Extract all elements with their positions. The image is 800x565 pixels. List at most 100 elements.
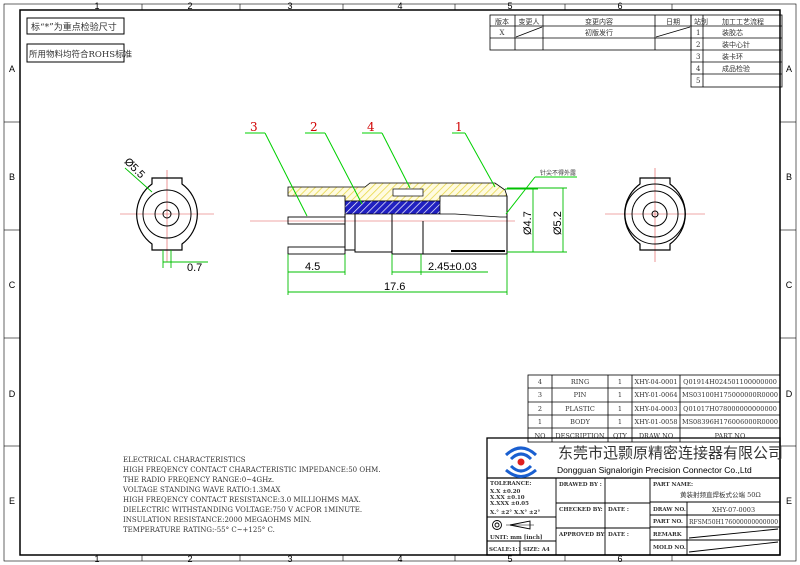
spec-line: ELECTRICAL CHARACTERISTICS [123,456,246,464]
section-view: 3 2 4 1 针尖不得外露 4.5 2.45±0.03 17.6 Ø4.7 Ø… [245,120,577,295]
row-label: B [786,172,792,182]
bom-header: DESCRIPTION [555,432,604,440]
bom-qty: 1 [618,391,622,399]
drawing-frame: 1 2 3 4 5 6 1 2 3 4 5 6 A B C D E A B C … [3,1,797,564]
process-step: 4 [696,65,701,73]
left-end-view: Ø5.5 0.7 [120,156,214,274]
spec-line: VOLTAGE STANDING WAVE RATIO:1.3MAX [122,486,280,494]
callout-2: 2 [310,120,318,134]
bom-qty: 1 [618,405,622,413]
process-step-name: 成品检验 [722,64,750,73]
bom-description: PLASTIC [565,405,595,413]
bom-header: PART NO [715,432,746,440]
bom-draw-no: XHY-04-0003 [634,405,677,413]
row-label: D [786,389,793,399]
rev-header: 变更人 [519,17,540,26]
row-label: A [786,64,792,74]
col-label: 6 [617,554,622,564]
dim-pin-length: 4.5 [305,261,320,273]
right-end-view [605,168,705,262]
bom-part-no: MS03100H175000000R0000 [682,391,778,399]
projection-symbol-icon [492,520,534,530]
spec-line: HIGH FREQENCY CONTACT CHARACTERISTIC IMP… [123,466,381,474]
process-step-name: 装卡环 [722,52,743,61]
size-label: SIZE: A4 [523,547,550,553]
bom-draw-no: XHY-01-0058 [634,418,677,426]
col-label: 3 [287,1,292,11]
col-label: 6 [617,1,622,11]
mold-no-label: MOLD NO. [653,545,686,551]
unit-label: UNIT: mm [inch] [490,535,542,541]
bom-draw-no: XHY-01-0064 [634,391,677,399]
col-label: 5 [507,1,512,11]
bom-header: QTY [613,432,628,440]
process-step: 2 [696,41,700,49]
drawed-by-label: DRAWED BY : [559,482,602,488]
bom-part-no: Q01914H024501100000000 [683,378,777,386]
callout-3: 3 [250,120,258,134]
col-label: 1 [94,1,99,11]
process-header: 站别 [694,17,708,26]
spec-line: HIGH FREQENCY CONTACT RESISTANCE:3.0 MIL… [123,496,361,504]
process-header: 加工工艺流程 [722,17,764,26]
annotation-pin-not-exposed: 针尖不得外露 [540,169,576,177]
note-rohs: 所用物料均符合ROHS标准 [29,49,133,60]
process-table: 站别 加工工艺流程 1 装胶芯 2 装中心针 3 装卡环 4 成品检验 5 [690,14,783,88]
bom-no: 3 [538,391,542,399]
dim-pitch: 2.45±0.03 [428,261,477,273]
revision-table: 版本 变更人 变更内容 日期 X 初版发行 [489,14,692,51]
spec-line: DIELECTRIC WITHSTANDING VOLTAGE:750 V AC… [123,506,362,514]
date-label: DATE : [608,532,629,538]
col-label: 5 [507,554,512,564]
tolerance-label: TOLERANCE: [490,481,531,487]
bom-part-no: MS08396H176006000R0000 [682,418,778,426]
process-step: 3 [696,53,700,61]
bom-no: 4 [538,378,542,386]
process-step: 1 [696,29,700,37]
dim-offset: 0.7 [187,262,202,274]
company-logo [504,446,538,478]
process-step-name: 装中心针 [722,40,750,49]
bom-no: 1 [538,418,542,426]
part-name-label: PART NAME: [653,482,693,488]
tolerance-value: X.XXX ±0.05 [490,501,529,507]
title-block: 东莞市迅颢原精密连接器有限公司 Dongguan Signalorigin Pr… [486,437,783,556]
part-name-value: 黄装射频直焊板式公端 50Ω [680,490,761,499]
rev-content: 初版发行 [585,28,613,37]
process-step: 5 [696,77,700,85]
checked-by-label: CHECKED BY: [559,507,603,513]
insulator [344,200,441,215]
callout-1: 1 [455,120,463,134]
remark-label: REMARK [653,532,682,538]
row-label: C [786,280,793,290]
dim-diameter-4-7: Ø4.7 [522,211,534,235]
col-label: 2 [187,1,192,11]
part-no-value: RFSM50H176000000000000 [689,519,778,526]
bom-header: NO [534,432,545,440]
col-label: 4 [397,1,402,11]
rev-version: X [500,29,505,37]
draw-no-label: DRAW NO. [653,507,686,513]
dim-total-length: 17.6 [384,281,405,293]
bom-description: BODY [570,418,590,426]
part-no-label: PART NO. [653,519,683,525]
rev-header: 版本 [495,17,509,26]
col-label: 4 [397,554,402,564]
tolerance-value: X.° ±2° X.X° ±2° [490,510,540,516]
bom-qty: 1 [618,378,622,386]
row-label: D [9,389,16,399]
bom-header: DRAW NO [639,432,673,440]
note-key-dimension: 标“*”为重点检验尺寸 [31,21,117,33]
bom-qty: 1 [618,418,622,426]
spec-line: TEMPERATURE RATING:-55° C~+125° C. [123,526,275,534]
col-label: 1 [94,554,99,564]
pin-upper [287,216,346,225]
col-label: 3 [287,554,292,564]
row-label: E [786,496,792,506]
spec-line: THE RADIO FREQENCY RANGE:0~4GHz. [123,476,274,484]
callout-4: 4 [367,120,375,134]
scale-label: SCALE:1:1 [489,547,522,553]
rev-header: 日期 [666,18,680,26]
date-label: DATE : [608,507,629,513]
row-label: B [9,172,15,182]
